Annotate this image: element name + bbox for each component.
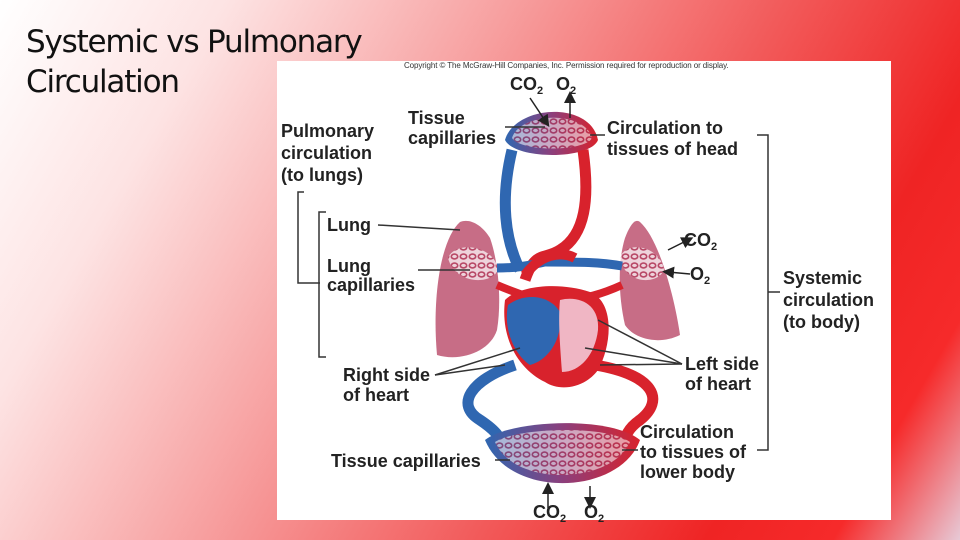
diagram-labels: CO2 O2 Tissue capillaries Circulation to… bbox=[281, 74, 874, 525]
label-circulation-lower-2: to tissues of bbox=[640, 442, 747, 462]
label-tissue-capillaries-bottom: Tissue capillaries bbox=[331, 451, 481, 471]
left-lung bbox=[435, 220, 500, 358]
copyright-notice: Copyright © The McGraw-Hill Companies, I… bbox=[404, 61, 729, 70]
label-systemic-2: circulation bbox=[783, 290, 874, 310]
title-line-2: Circulation bbox=[26, 64, 180, 100]
label-tissue-capillaries-top-1: Tissue bbox=[408, 108, 465, 128]
label-circulation-head-1: Circulation to bbox=[607, 118, 723, 138]
tissue-capillaries-head bbox=[505, 111, 598, 155]
label-lung-capillaries-2: capillaries bbox=[327, 275, 415, 295]
label-co2-right: CO2 bbox=[684, 230, 717, 253]
label-o2-bottom: O2 bbox=[584, 502, 604, 525]
label-right-heart-1: Right side bbox=[343, 365, 430, 385]
label-circulation-lower-3: lower body bbox=[640, 462, 735, 482]
slide-title: Systemic vs Pulmonary Circulation bbox=[26, 22, 406, 102]
label-left-heart-2: of heart bbox=[685, 374, 751, 394]
label-o2-top: O2 bbox=[556, 74, 576, 97]
label-lung-capillaries-1: Lung bbox=[327, 256, 371, 276]
label-co2-bottom: CO2 bbox=[533, 502, 566, 525]
leader-lines bbox=[297, 126, 780, 461]
right-lung bbox=[619, 220, 680, 341]
label-lung: Lung bbox=[327, 215, 371, 235]
label-right-heart-2: of heart bbox=[343, 385, 409, 405]
title-line-1: Systemic vs Pulmonary bbox=[26, 24, 363, 60]
label-pulmonary-2: circulation bbox=[281, 143, 372, 163]
heart bbox=[504, 249, 609, 388]
label-systemic-3: (to body) bbox=[783, 312, 860, 332]
label-left-heart-1: Left side bbox=[685, 354, 759, 374]
tissue-capillaries-lower-body bbox=[485, 423, 640, 484]
label-circulation-lower-1: Circulation bbox=[640, 422, 734, 442]
label-pulmonary-3: (to lungs) bbox=[281, 165, 363, 185]
label-tissue-capillaries-top-2: capillaries bbox=[408, 128, 496, 148]
gas-exchange-arrows bbox=[529, 91, 694, 509]
label-pulmonary-1: Pulmonary bbox=[281, 121, 374, 141]
label-circulation-head-2: tissues of head bbox=[607, 139, 738, 159]
label-co2-top: CO2 bbox=[510, 74, 543, 97]
label-systemic-1: Systemic bbox=[783, 268, 862, 288]
label-o2-right: O2 bbox=[690, 264, 710, 287]
